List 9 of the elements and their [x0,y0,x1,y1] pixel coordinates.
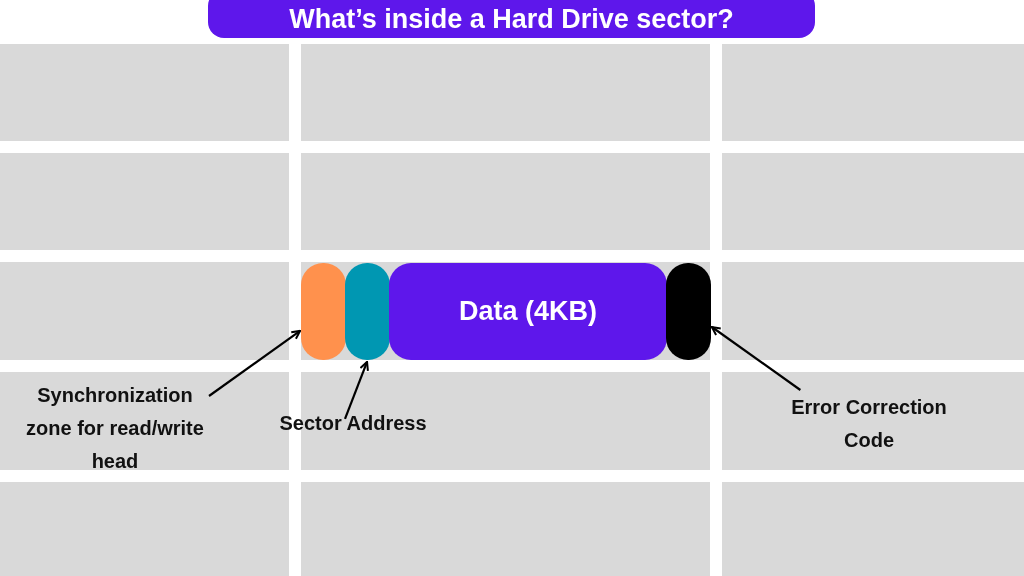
leader-line [208,329,302,397]
annotation-label: Sector Address [262,406,444,440]
leader-line [710,326,801,391]
title-banner: What’s inside a Hard Drive sector? [208,0,815,38]
annotation-label: Synchronization zone for read/write head [15,378,215,478]
data-segment: Data (4KB) [389,263,667,360]
leader-line [343,360,369,420]
ecc-segment [666,263,711,360]
annotation-label: Error Correction Code [765,390,973,458]
